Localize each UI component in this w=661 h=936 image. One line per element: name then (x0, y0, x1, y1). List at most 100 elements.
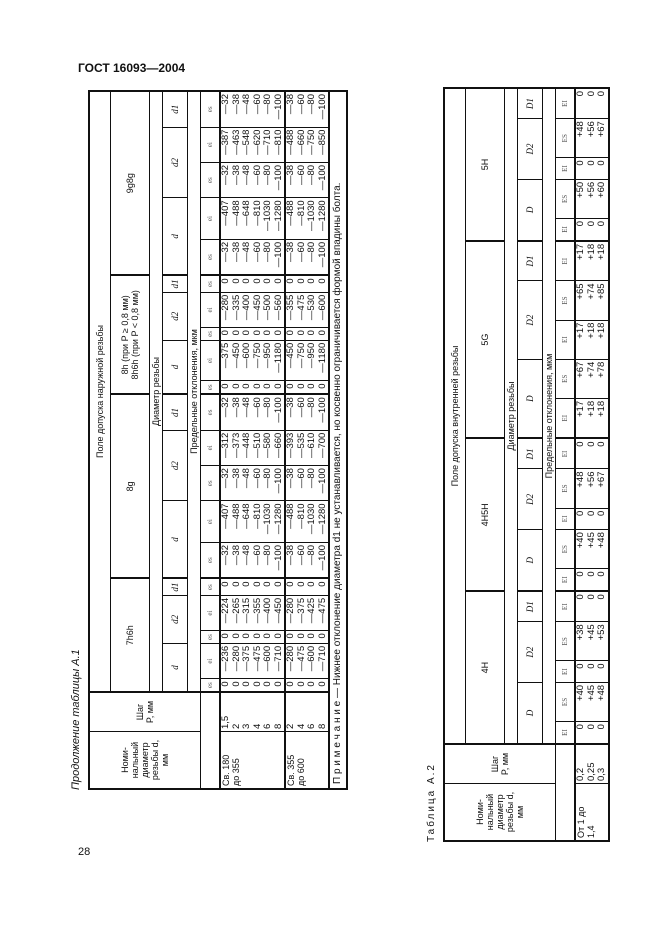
pitch-cell: 1,5 2 3 4 6 8 (220, 692, 285, 732)
deviation-value-cell: —38 —60 —80 —100 (285, 162, 329, 198)
deviation-value-cell: 0 0 0 (575, 438, 609, 469)
deviation-value-cell: +48 +56 +67 (575, 469, 609, 509)
col-pitch-header: Шаг P, мм (89, 692, 201, 732)
diameter-header: Диаметр резьбы (149, 91, 163, 692)
deviation-value-cell: —32 —38 —48 —60 —80 —100 (220, 542, 285, 579)
deviation-value-cell: —32 —38 —48 —60 —80 —100 (220, 162, 285, 198)
deviation-label: ES (555, 469, 575, 509)
deviation-value-cell: +67 +74 +78 (575, 359, 609, 399)
deviation-value-cell: +17 +18 +18 (575, 398, 609, 439)
pitch-cell: 0,2 0,25 0,3 (575, 744, 609, 784)
diameter-label: D (517, 179, 543, 241)
diameter-label: d1 (162, 91, 188, 128)
nominal-diameter-cell: От 1 до 1,4 (575, 783, 609, 841)
tolerance-field-header: 5H (465, 88, 505, 241)
deviation-label: EI (555, 240, 575, 281)
deviation-value-cell: —38 —60 —80 —100 (285, 91, 329, 128)
diameter-label: d2 (162, 292, 188, 341)
deviation-value-cell: 0 0 0 (575, 508, 609, 530)
table-note: П р и м е ч а н и е — Нижнее отклонение … (329, 91, 347, 789)
diameter-label: d (162, 197, 188, 276)
deviation-label: EI (555, 438, 575, 469)
deviation-value-cell: —38 —60 —80 —100 (285, 465, 329, 501)
deviation-label: EI (555, 721, 575, 744)
deviation-label: ei (200, 292, 220, 328)
diameter-label: D2 (517, 469, 543, 530)
deviation-label: ei (200, 197, 220, 240)
deviation-label: ES (555, 621, 575, 661)
deviation-header: Предельные отклонения, мкм (542, 88, 556, 744)
diameter-label: D1 (517, 591, 543, 622)
diameter-label: d (162, 643, 188, 692)
deviation-label: EI (555, 591, 575, 622)
diameter-label: D2 (517, 621, 543, 683)
diameter-label: d1 (162, 394, 188, 431)
nominal-diameter-cell: Св. 355 до 600 (285, 731, 329, 789)
deviation-value-cell: —488 —810 —1030 —1280 (285, 197, 329, 240)
deviation-value-cell: 0 0 0 (575, 88, 609, 119)
deviation-label: EI (555, 157, 575, 180)
deviation-value-cell: —387 —463 —548 —620 —710 —810 (220, 127, 285, 163)
spacer-cell (555, 744, 575, 841)
deviation-value-cell: —488 —660 —750 —850 (285, 127, 329, 163)
deviation-value-cell: +50 +56 +60 (575, 179, 609, 219)
deviation-value-cell: 0 0 0 0 0 0 (220, 275, 285, 293)
table-a2-caption: Таблица А.2 (426, 763, 437, 842)
deviation-label: es (200, 380, 220, 395)
diameter-label: d2 (162, 127, 188, 198)
deviation-value-cell: —32 —38 —48 —60 —80 —100 (220, 91, 285, 128)
tolerance-field-header: 4H (465, 591, 505, 744)
tolerance-group-header: Поле допуска наружной резьбы (89, 91, 111, 692)
diameter-label: d (162, 500, 188, 579)
deviation-value-cell: —450 —750 —950 —1180 (285, 340, 329, 381)
deviation-label: es (200, 275, 220, 293)
deviation-label: EI (555, 218, 575, 241)
deviation-label: ES (555, 682, 575, 722)
deviation-value-cell: 0 0 0 0 0 0 (220, 578, 285, 596)
table-a2-container: Таблица А.2 Номи- нальный диаметр резьбы… (426, 87, 610, 842)
deviation-value-cell: +40 +45 +48 (575, 682, 609, 722)
diameter-label: D1 (517, 240, 543, 281)
deviation-value-cell: 0 0 0 0 (285, 578, 329, 596)
tolerance-field-header: 7h6h (110, 578, 150, 692)
table-a1-caption: Продолжение таблицы А.1 (70, 649, 82, 790)
deviation-label: EI (555, 508, 575, 530)
deviation-label: ES (555, 179, 575, 219)
deviation-value-cell: —375 —450 —600 —750 —950 —1180 (220, 340, 285, 381)
deviation-label: EI (555, 398, 575, 439)
tolerance-field-header: 5G (465, 240, 505, 439)
diameter-label: d2 (162, 595, 188, 644)
deviation-value-cell: —236 —280 —375 —475 —600 —710 (220, 643, 285, 679)
table-a1-container: Продолжение таблицы А.1 Номи- нальный ди… (70, 90, 348, 790)
deviation-value-cell: —38 —60 —80 —100 (285, 394, 329, 431)
deviation-value-cell: —407 —488 —648 —810 —1030 —1280 (220, 197, 285, 240)
deviation-header: Предельные отклонения, мкм (187, 91, 201, 692)
deviation-value-cell: —38 —60 —80 —100 (285, 542, 329, 579)
deviation-label: es (200, 91, 220, 128)
deviation-value-cell: 0 0 0 0 (285, 630, 329, 644)
diameter-label: d1 (162, 578, 188, 596)
deviation-value-cell: 0 0 0 (575, 721, 609, 744)
deviation-value-cell: —38 —60 —80 —100 (285, 239, 329, 276)
diameter-header: Диаметр резьбы (504, 88, 518, 744)
deviation-label: EI (555, 88, 575, 119)
deviation-label: EI (555, 320, 575, 360)
deviation-label: es (200, 578, 220, 596)
deviation-value-cell: +17 +18 +18 (575, 240, 609, 281)
deviation-label: es (200, 630, 220, 644)
deviation-value-cell: —224 —265 —315 —355 —400 —450 (220, 595, 285, 631)
deviation-value-cell: 0 0 0 0 0 0 (220, 678, 285, 692)
deviation-label: es (200, 542, 220, 579)
deviation-label: es (200, 678, 220, 692)
deviation-value-cell: +65 +74 +85 (575, 280, 609, 321)
diameter-label: D (517, 682, 543, 744)
deviation-value-cell: —280 —475 —600 —710 (285, 643, 329, 679)
deviation-value-cell: 0 0 0 0 (285, 678, 329, 692)
deviation-label: ES (555, 280, 575, 321)
nominal-diameter-cell: Св. 180 до 355 (220, 731, 285, 789)
deviation-label: ES (555, 359, 575, 399)
deviation-value-cell: 0 0 0 0 0 0 (220, 380, 285, 395)
diameter-label: D2 (517, 280, 543, 360)
